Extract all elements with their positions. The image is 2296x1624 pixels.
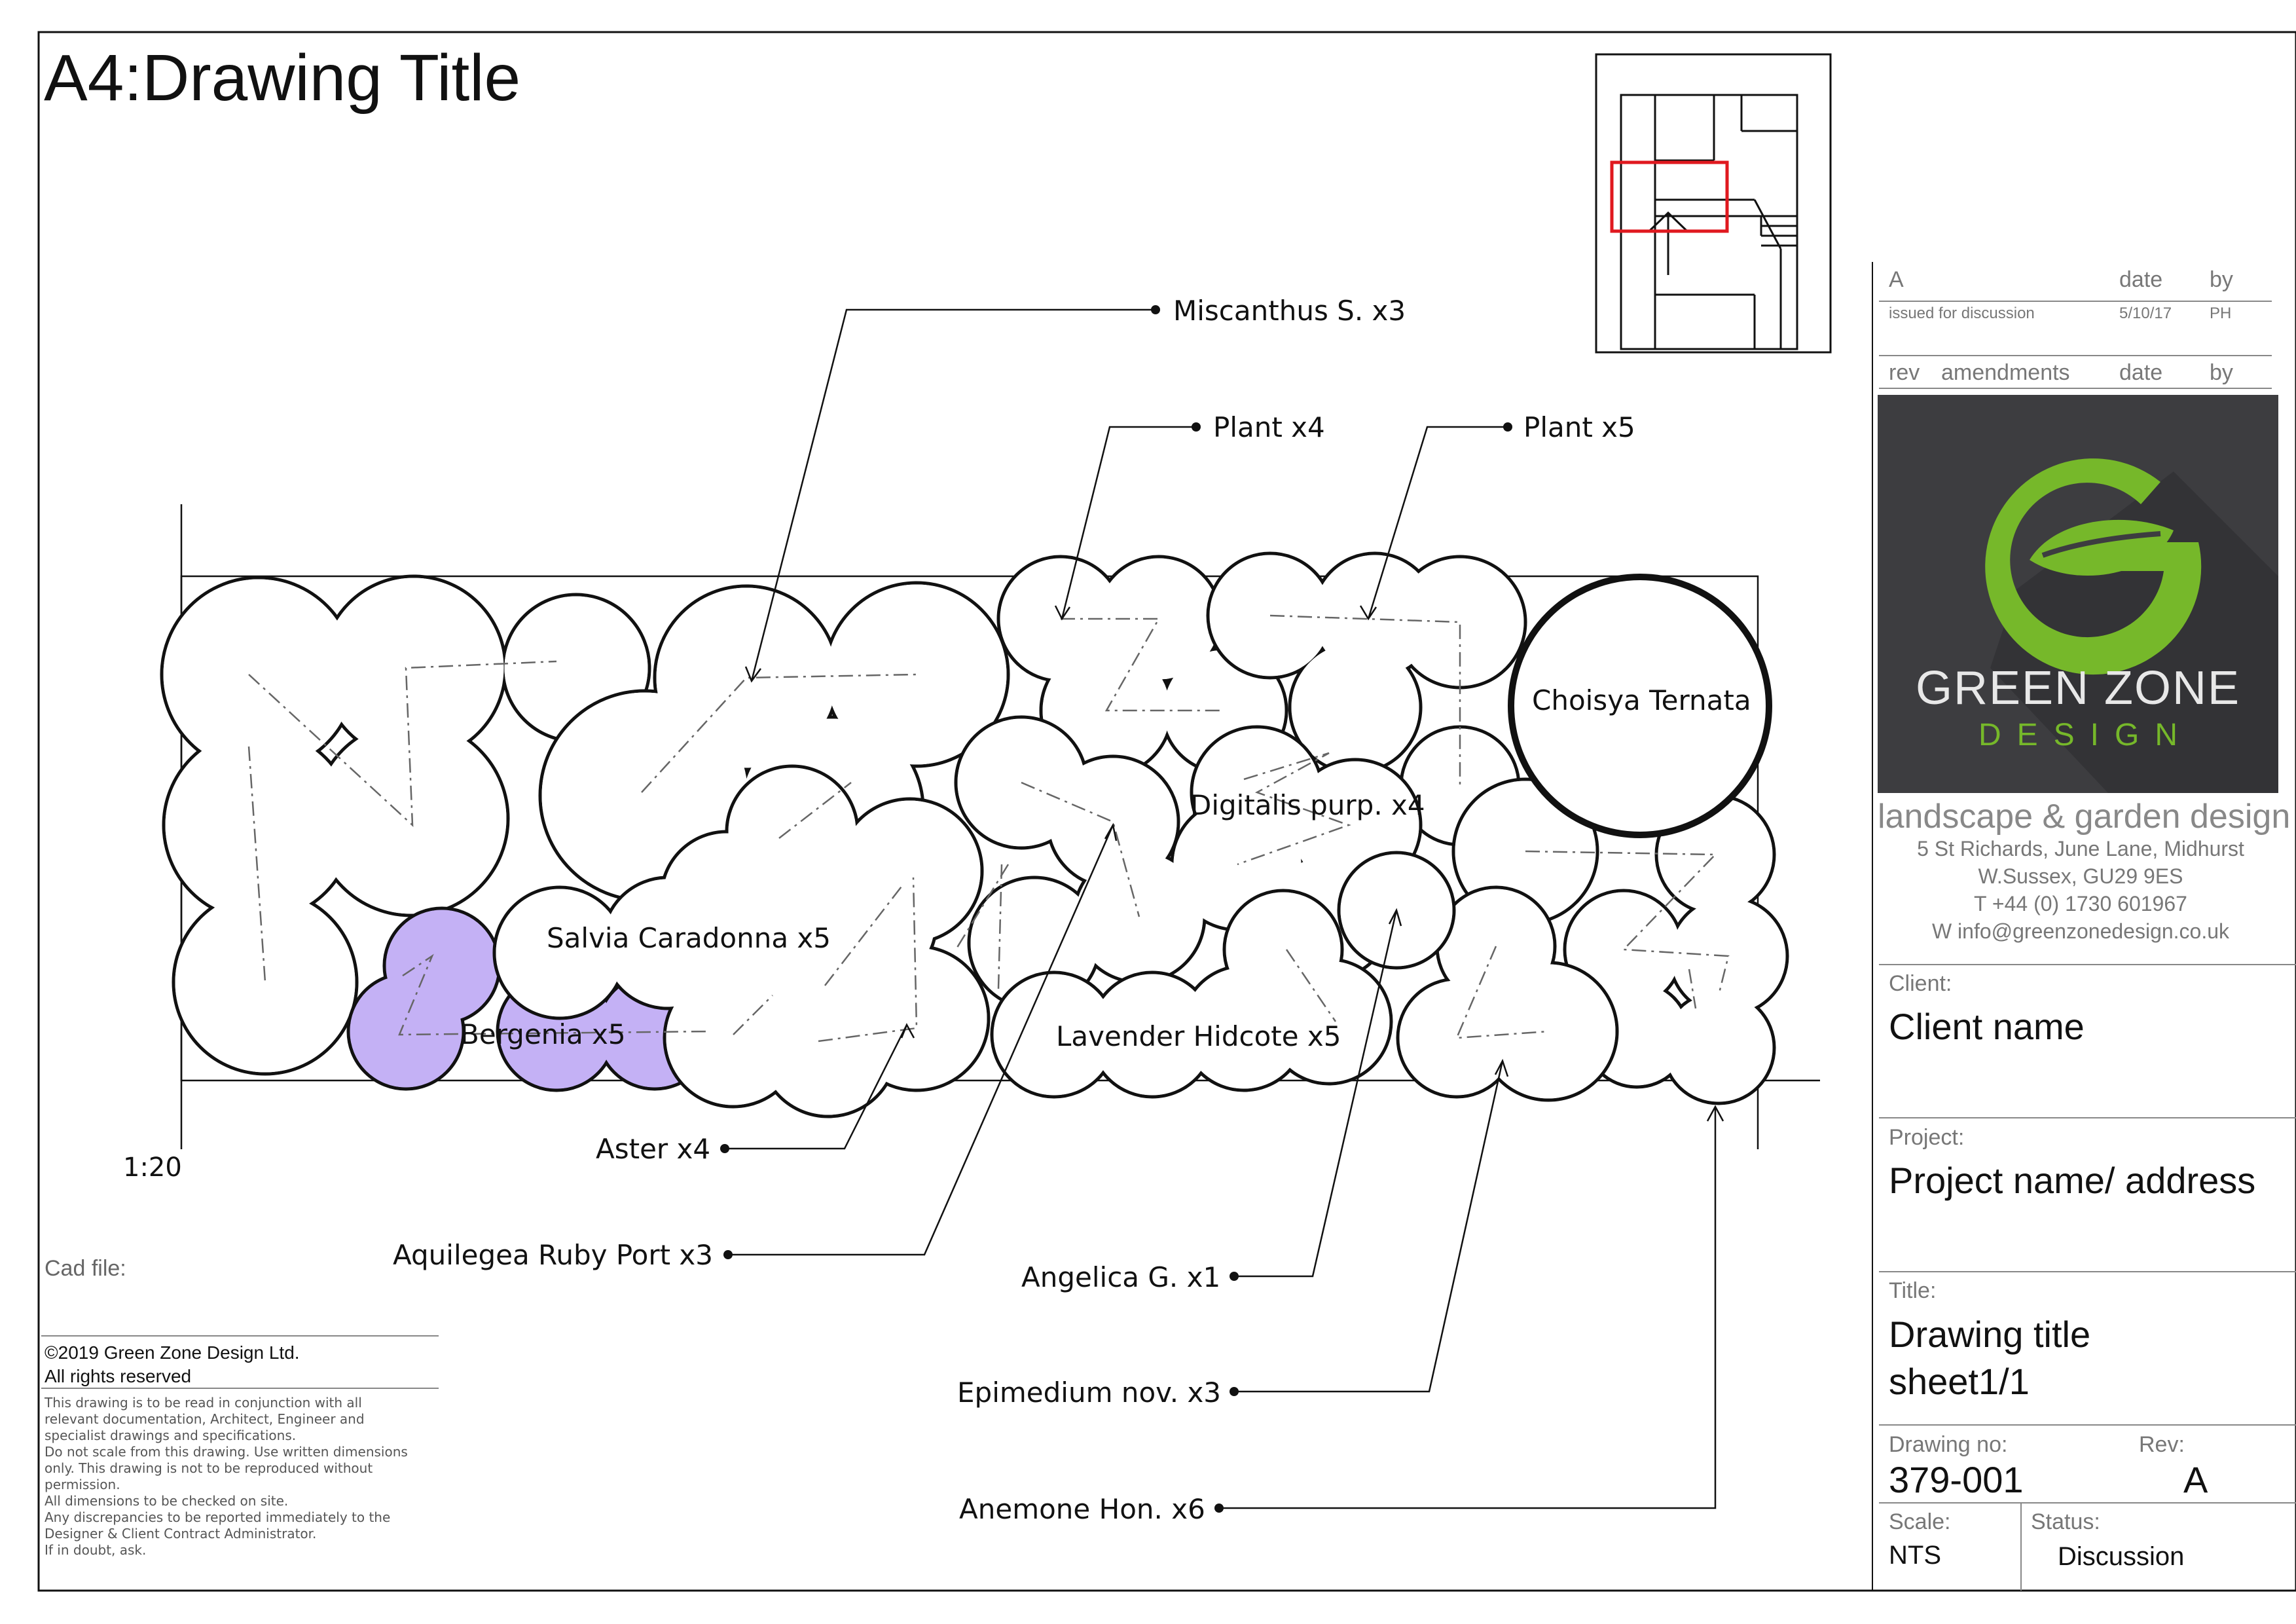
callout-anemone: Anemone Hon. x6 <box>959 1493 1205 1525</box>
drawing-no-label: Drawing no: <box>1889 1432 2008 1457</box>
sheet-border <box>37 31 2296 1592</box>
company-address-2: W.Sussex, GU29 9ES <box>1978 864 2183 888</box>
company-email: W info@greenzonedesign.co.uk <box>1931 919 2230 943</box>
plant-circle-fill <box>1226 892 1341 1007</box>
rev-label: Rev: <box>2139 1432 2185 1457</box>
plant-circle-fill <box>1291 643 1419 771</box>
key-plan <box>1595 53 1832 354</box>
disclaimer-line: only. This drawing is not to be reproduc… <box>45 1460 373 1476</box>
callout-angelica: Angelica G. x1 <box>1021 1261 1221 1293</box>
company-address-1: 5 St Richards, June Lane, Midhurst <box>1917 837 2244 860</box>
disclaimer-line: relevant documentation, Architect, Engin… <box>45 1411 365 1427</box>
disclaimer-line: This drawing is to be read in conjunctio… <box>45 1395 362 1411</box>
company-phone: T +44 (0) 1730 601967 <box>1974 892 2187 915</box>
leader-arrowheads <box>744 605 1724 1122</box>
callout-aquilegea: Aquilegea Ruby Port x3 <box>393 1239 714 1271</box>
rev-header-by: by <box>2210 360 2233 385</box>
disclaimer-line: Designer & Client Contract Administrator… <box>45 1526 317 1541</box>
logo-company-name: GREEN ZONE <box>1915 662 2241 714</box>
scale-label: Scale: <box>1889 1509 1951 1534</box>
disclaimer: This drawing is to be read in conjunctio… <box>45 1395 408 1559</box>
plant-circle-fill <box>175 892 355 1073</box>
company-tagline: landscape & garden design <box>1878 798 2291 836</box>
disclaimer-line: All dimensions to be checked on site. <box>45 1493 289 1509</box>
callout-aster: Aster x4 <box>596 1133 711 1165</box>
logo-company-sub: DESIGN <box>1978 718 2194 752</box>
plant-circle-fill <box>163 579 354 770</box>
plant-label-digitalis: Digitalis purp. x4 <box>1190 789 1425 821</box>
callout-miscanthus: Miscanthus S. x3 <box>1173 295 1406 327</box>
plant-circle-fill <box>761 980 896 1115</box>
cad-file-label: Cad file: <box>45 1256 126 1281</box>
project-label: Project: <box>1889 1125 1965 1150</box>
disclaimer-line: Do not scale from this drawing. Use writ… <box>45 1444 408 1460</box>
client-label: Client: <box>1889 971 1952 996</box>
plant-circle-fill <box>604 879 732 1007</box>
plant-label-bergenia: Bergenia x5 <box>460 1018 626 1050</box>
plant-group-salvia <box>492 764 991 1118</box>
plant-circle-fill <box>496 889 624 1017</box>
plant-circle-fill <box>316 723 507 914</box>
scale-value: NTS <box>1889 1541 1941 1570</box>
copyright: ©2019 Green Zone Design Ltd. <box>45 1342 300 1363</box>
plant-circle-fill <box>1396 558 1524 686</box>
plant-circle-fill <box>1098 558 1220 680</box>
plant-label-salvia: Salvia Caradonna x5 <box>547 922 831 954</box>
plant-circle-fill <box>1481 964 1616 1099</box>
plant-group-lavender <box>990 889 1393 1099</box>
scale-note: 1:20 <box>123 1153 182 1183</box>
plant-label-lavender: Lavender Hidcote x5 <box>1056 1020 1341 1052</box>
green-zone-logo <box>1878 395 2278 793</box>
drawing-title-line-2: sheet1/1 <box>1889 1361 2030 1402</box>
disclaimer-line: specialist drawings and specifications. <box>45 1428 297 1443</box>
plant-label-choisya: Choisya Ternata <box>1532 684 1751 716</box>
disclaimer-line: Any discrepancies to be reported immedia… <box>45 1509 391 1525</box>
leader-dots <box>720 305 1512 1513</box>
rev-value: A <box>2183 1459 2208 1500</box>
disclaimer-line: permission. <box>45 1477 120 1492</box>
plant-choisya-circle <box>1508 574 1772 838</box>
callout-plant-x5: Plant x5 <box>1523 411 1635 443</box>
rev-row-rev: A <box>1889 267 1904 292</box>
plant-circle-fill <box>826 584 1007 765</box>
client-name: Client name <box>1889 1006 2085 1047</box>
rev-row-date-label: date <box>2119 267 2163 292</box>
callout-plant-x4: Plant x4 <box>1213 411 1325 443</box>
project-name: Project name/ address <box>1889 1160 2256 1201</box>
title-label: Title: <box>1889 1278 1937 1303</box>
rev-header-rev: rev <box>1889 360 1920 385</box>
key-plan-highlight <box>1610 160 1729 233</box>
sheet-title: A4:Drawing Title <box>44 41 521 115</box>
drawing-no: 379-001 <box>1889 1459 2024 1500</box>
status-label: Status: <box>2031 1509 2100 1534</box>
rights-reserved: All rights reserved <box>45 1366 192 1386</box>
status-value: Discussion <box>2058 1542 2185 1571</box>
disclaimer-line: If in doubt, ask. <box>45 1542 147 1558</box>
plant-circle-fill <box>1664 993 1773 1102</box>
rev-row-by: PH <box>2210 304 2232 322</box>
drawing-title-line-1: Drawing title <box>1889 1314 2091 1355</box>
plant-groups <box>160 551 1789 1118</box>
planting-lines <box>247 614 1730 1043</box>
rev-row-by-label: by <box>2210 267 2233 292</box>
plant-circle-fill <box>993 974 1115 1096</box>
plant-circle-fill <box>1091 974 1213 1096</box>
rev-row-date: 5/10/17 <box>2119 304 2172 322</box>
plant-circle-fill <box>165 731 352 919</box>
leader-lines <box>725 308 1717 1509</box>
rev-header-date: date <box>2119 360 2163 385</box>
callout-epimedium: Epimedium nov. x3 <box>957 1376 1222 1409</box>
rev-row-desc: issued for discussion <box>1889 304 2035 322</box>
plant-circle-fill <box>350 975 462 1088</box>
title-block-rules <box>41 301 2296 1591</box>
rev-header-amendments: amendments <box>1941 360 2070 385</box>
